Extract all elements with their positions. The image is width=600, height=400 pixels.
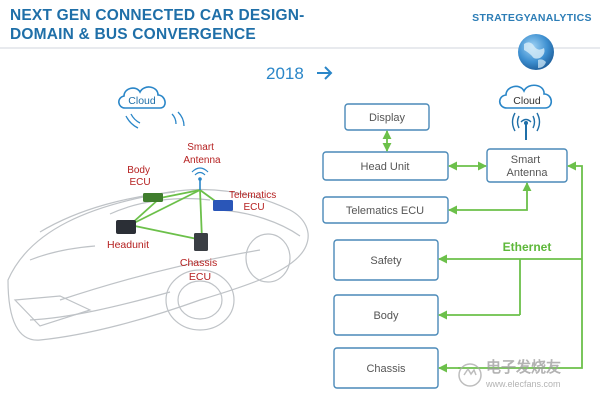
label-safety: Safety (370, 255, 402, 267)
headunit-module-icon (116, 220, 136, 234)
cloud-icon-left (118, 86, 166, 109)
car-ecu-links (129, 189, 223, 241)
year-label: 2018 (266, 64, 304, 83)
watermark-url: www.elecfans.com (485, 379, 561, 389)
wireless-waves-left (125, 111, 185, 129)
globe-logo-icon (518, 34, 554, 70)
title-line-2: DOMAIN & BUS CONVERGENCE (10, 26, 256, 43)
page-title: NEXT GEN CONNECTED CAR DESIGN- DOMAIN & … (10, 6, 340, 44)
wireless-antenna-icon (511, 112, 541, 140)
label-body-ecu-line2: ECU (129, 177, 150, 188)
cloud-icon-right (498, 84, 553, 109)
label-chassis-ecu-car: Chassis ECU (180, 257, 220, 283)
box-head-unit (322, 151, 449, 181)
watermark: 电子发烧友 www.elecfans.com (458, 358, 561, 389)
box-safety (333, 239, 439, 281)
label-smart-antenna-line2: Antenna (507, 167, 549, 179)
label-telematics-ecu-car-line1: Telematics (229, 190, 276, 201)
chassis-ecu-module-icon (194, 233, 208, 251)
label-headunit: Headunit (107, 239, 149, 251)
label-chassis-ecu-car-line1: Chassis (180, 257, 217, 269)
label-body-ecu-line1: Body (127, 165, 150, 176)
label-head-unit: Head Unit (361, 161, 410, 173)
label-display: Display (369, 112, 406, 124)
year-arrow-icon (317, 66, 333, 80)
box-body (333, 294, 439, 336)
title-line-1: NEXT GEN CONNECTED CAR DESIGN- (10, 7, 305, 24)
label-smart-antenna-car: Smart Antenna (183, 142, 221, 166)
label-smart-antenna-car-line1: Smart (187, 142, 214, 153)
body-ecu-module-icon (143, 193, 163, 202)
label-body-ecu: Body ECU (127, 165, 153, 188)
label-telematics-ecu-car: Telematics ECU (229, 190, 279, 213)
car-antenna-icon (191, 167, 209, 190)
label-body: Body (373, 310, 399, 322)
cloud-label-right: Cloud (513, 95, 541, 107)
watermark-text-cn: 电子发烧友 (486, 358, 561, 376)
box-telematics-ecu (322, 196, 449, 224)
brand-name: STRATEGYANALYTICS (472, 12, 592, 24)
box-smart-antenna (486, 148, 568, 183)
box-chassis (333, 347, 439, 389)
label-chassis-ecu-car-line2: ECU (189, 271, 211, 283)
bus-connectors (382, 130, 583, 373)
label-smart-antenna-car-line2: Antenna (183, 155, 221, 166)
label-smart-antenna: Smart Antenna (507, 154, 549, 179)
ethernet-label: Ethernet (503, 240, 552, 254)
label-chassis: Chassis (366, 363, 406, 375)
label-telematics-ecu: Telematics ECU (346, 205, 424, 217)
label-smart-antenna-line1: Smart (511, 154, 540, 166)
box-display (344, 103, 430, 131)
telematics-ecu-module-icon (213, 200, 233, 211)
label-telematics-ecu-car-line2: ECU (243, 202, 264, 213)
cloud-label-left: Cloud (128, 95, 156, 107)
